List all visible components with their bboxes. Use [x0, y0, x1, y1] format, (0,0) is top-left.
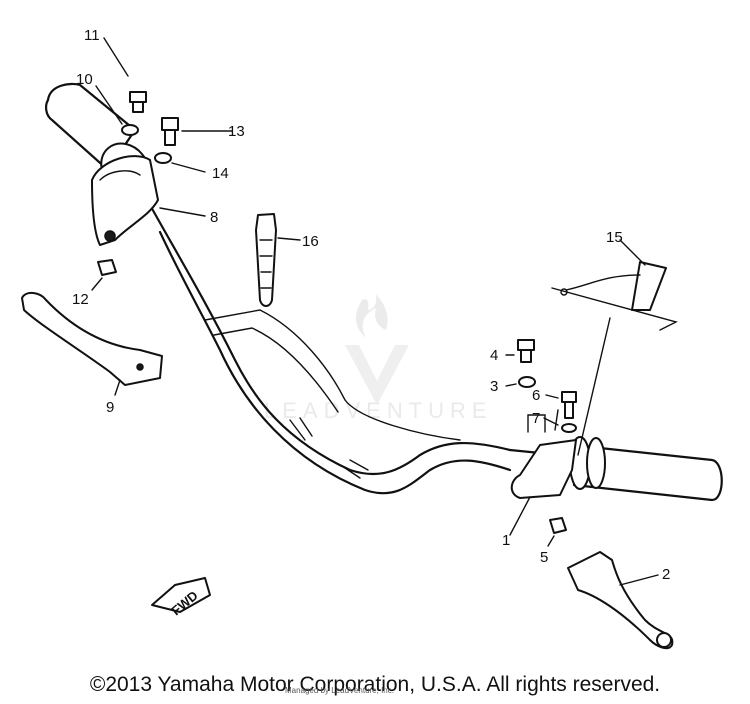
callout-4: 4: [490, 347, 498, 364]
callout-6: 6: [532, 387, 540, 404]
callout-13: 13: [228, 123, 245, 140]
callout-16: 16: [302, 233, 319, 250]
callout-8: 8: [210, 209, 218, 226]
right-lever-holder: [510, 409, 577, 499]
leader-lines: [91, 37, 659, 586]
callout-2: 2: [662, 566, 670, 583]
callout-11: 11: [84, 27, 100, 44]
callout-1: 1: [502, 532, 510, 549]
callout-10: 10: [76, 71, 93, 88]
left-lever-holder: [91, 155, 159, 246]
callout-9: 9: [106, 399, 114, 416]
callout-15: 15: [606, 229, 623, 246]
callout-3: 3: [490, 378, 498, 395]
fwd-direction-tag: FWD: [151, 577, 211, 618]
callout-5: 5: [540, 549, 548, 566]
right-lever: [567, 551, 674, 650]
watermark-text: LEADVENTURE: [264, 398, 493, 423]
handlebar: [45, 82, 723, 502]
left-lever: [21, 292, 163, 386]
callout-14: 14: [212, 165, 229, 182]
copyright-notice: ©2013 Yamaha Motor Corporation, U.S.A. A…: [89, 673, 661, 696]
callout-7: 7: [532, 410, 540, 427]
fasteners: [97, 91, 678, 534]
callout-12: 12: [72, 291, 89, 308]
callout-labels: 1 2 3 4 5 6 7 8 9 10 11 12 13 14 15 16: [72, 27, 670, 583]
watermark-logo: LEADVENTURE: [264, 294, 493, 423]
copyright-sub-note: Managed by LeadVenture, Inc.: [285, 686, 394, 695]
